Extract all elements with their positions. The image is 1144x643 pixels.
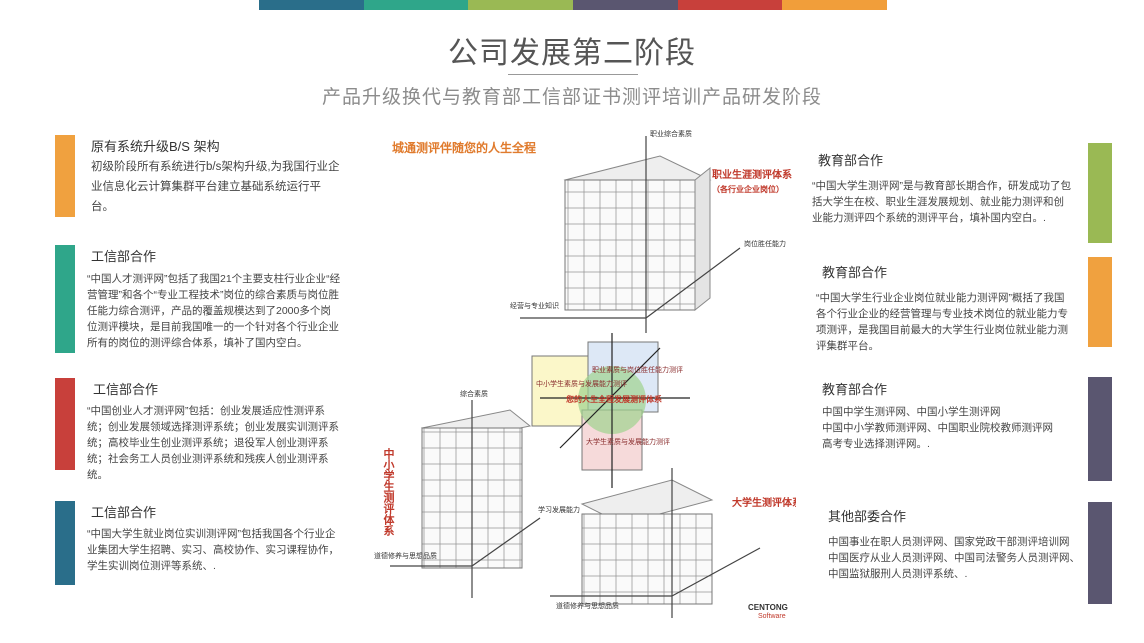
card-body: “中国大学生测评网”是与教育部长期合作，研发成功了包括大学生在校、职业生涯发展规… (812, 180, 1071, 224)
top-color-segment (468, 0, 574, 10)
figure-headline: 城通测评伴随您的人生全程 (392, 140, 536, 155)
left-card-1: 原有系统升级B/S 架构 初级阶段所有系统进行b/s架构升级,为我国行业企业信息… (55, 135, 345, 217)
primary-cube: 综合素质 道德修养与思想品质 (374, 389, 541, 598)
box-career: 职业素质与岗位胜任能力测评 (592, 365, 683, 374)
card-body: “中国人才测评网”包括了我国21个主要支柱行业企业“经营管理”和各个“专业工程技… (87, 273, 341, 349)
card-accent-bar (55, 245, 75, 353)
box-college: 大学生素质与发展能力测评 (586, 437, 670, 446)
top-color-segment (363, 0, 469, 10)
axis-label: 综合素质 (460, 389, 488, 398)
card-title: 原有系统升级B/S 架构 (91, 139, 220, 154)
college-system-label: 大学生测评体系 (732, 496, 796, 509)
title-divider (508, 74, 638, 75)
card-title: 教育部合作 (818, 153, 884, 168)
card-title: 教育部合作 (822, 265, 888, 280)
card-body: “中国大学生就业岗位实训测评网”包括我国各个行业企业集团大学生招聘、实习、高校协… (87, 528, 339, 572)
top-color-segment (677, 0, 783, 10)
brand-logo: CENTONG (748, 603, 788, 612)
axis-label: 经营与专业知识 (510, 301, 559, 310)
page-title: 公司发展第二阶段 (448, 37, 696, 70)
card-body: “中国大学生行业企业岗位就业能力测评网”概括了我国各个行业企业的经营管理与专业技… (816, 292, 1068, 352)
cube-diagram: 城通测评伴随您的人生全程 职业综合素质 岗位胜任能力 经营与专业知识 职业生涯测… (374, 129, 802, 620)
card-title: 工信部合作 (91, 505, 157, 520)
card-body: 中国中学生测评网、中国小学生测评网 中国中小学教师测评网、中国职业院校教师测评网… (822, 406, 1053, 450)
card-title: 其他部委合作 (828, 509, 907, 524)
left-card-2: 工信部合作 “中国人才测评网”包括了我国21个主要支柱行业企业“经营管理”和各个… (55, 245, 345, 353)
card-accent-bar (55, 135, 75, 217)
box-primary: 中小学生素质与发展能力测评 (536, 379, 627, 388)
axis-label: 道德修养与思想品质 (374, 551, 437, 560)
card-accent-bar (55, 378, 75, 470)
right-card-3: 教育部合作 中国中学生测评网、中国小学生测评网 中国中小学教师测评网、中国职业院… (812, 377, 1112, 481)
career-system-sub: （各行业企业岗位） (712, 184, 784, 194)
card-accent-bar (1088, 143, 1112, 243)
axis-label: 岗位胜任能力 (744, 239, 786, 248)
college-cube: 学习发展能力 道德修养与思想品质 (538, 468, 761, 618)
card-title: 教育部合作 (822, 382, 888, 397)
right-card-2: 教育部合作 “中国大学生行业企业岗位就业能力测评网”概括了我国各个行业企业的经营… (812, 257, 1112, 352)
card-body: 初级阶段所有系统进行b/s架构升级,为我国行业企业信息化云计算集群平台建立基础系… (91, 161, 340, 213)
card-title: 工信部合作 (91, 249, 157, 264)
card-accent-bar (55, 501, 75, 585)
primary-system-label: 中小学生测评体系 (382, 447, 396, 537)
top-color-segment (782, 0, 888, 10)
top-color-bar (259, 0, 888, 10)
axis-label: 学习发展能力 (538, 505, 580, 514)
career-cube: 职业综合素质 岗位胜任能力 经营与专业知识 (510, 129, 786, 333)
left-card-4: 工信部合作 “中国大学生就业岗位实训测评网”包括我国各个行业企业集团大学生招聘、… (55, 501, 345, 585)
page-subtitle: 产品升级换代与教育部工信部证书测评培训产品研发阶段 (321, 87, 822, 108)
card-body: 中国事业在职人员测评网、国家党政干部测评培训网 中国医疗从业人员测评网、中国司法… (828, 536, 1080, 580)
axis-label: 道德修养与思想品质 (556, 601, 619, 610)
right-card-4: 其他部委合作 中国事业在职人员测评网、国家党政干部测评培训网 中国医疗从业人员测… (812, 502, 1112, 604)
center-text: 您的人生全程发展测评体系 (566, 394, 662, 404)
card-accent-bar (1088, 377, 1112, 481)
center-cube (531, 333, 690, 488)
left-card-3: 工信部合作 “中国创业人才测评网”包括：创业发展适应性测评系统；创业发展领域选择… (55, 378, 345, 481)
card-accent-bar (1088, 502, 1112, 604)
right-card-1: 教育部合作 “中国大学生测评网”是与教育部长期合作，研发成功了包括大学生在校、职… (812, 143, 1112, 243)
career-system-label: 职业生涯测评体系 (712, 168, 792, 181)
top-color-segment (573, 0, 678, 10)
card-title: 工信部合作 (93, 382, 159, 397)
card-body: “中国创业人才测评网”包括：创业发展适应性测评系统；创业发展领域选择测评系统；创… (87, 405, 339, 481)
top-color-segment (259, 0, 364, 10)
evaluation-system-figure: 城通测评伴随您的人生全程 职业综合素质 岗位胜任能力 经营与专业知识 职业生涯测… (360, 128, 802, 621)
axis-label: 职业综合素质 (650, 129, 692, 138)
card-accent-bar (1088, 257, 1112, 347)
brand-logo-sub: Software (758, 613, 786, 620)
